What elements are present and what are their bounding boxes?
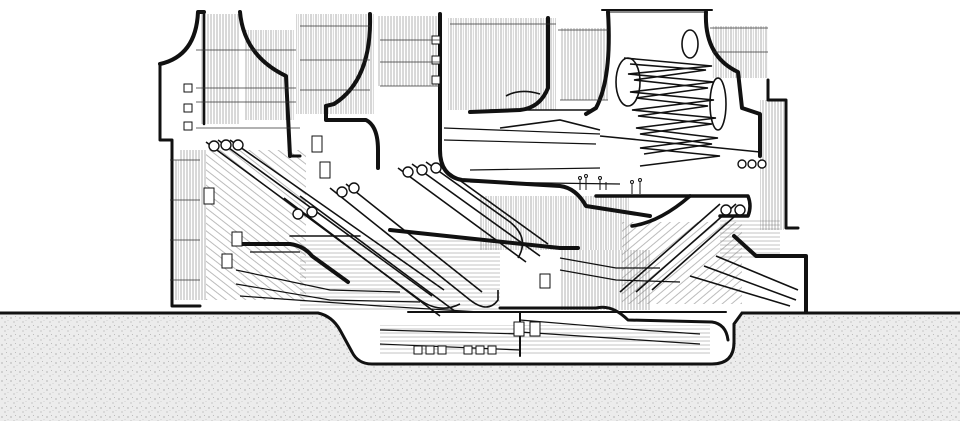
- figures: [578, 174, 642, 194]
- escalator-tubes: [205, 139, 799, 317]
- ground-terrain: [0, 313, 960, 421]
- floor-slabs: [235, 127, 701, 351]
- ground-line: [0, 311, 960, 366]
- elevator-boxes: [183, 35, 551, 355]
- escalator-end-circles: [208, 139, 767, 220]
- frame-lines: [170, 23, 768, 281]
- spiral-ramp: [499, 29, 761, 167]
